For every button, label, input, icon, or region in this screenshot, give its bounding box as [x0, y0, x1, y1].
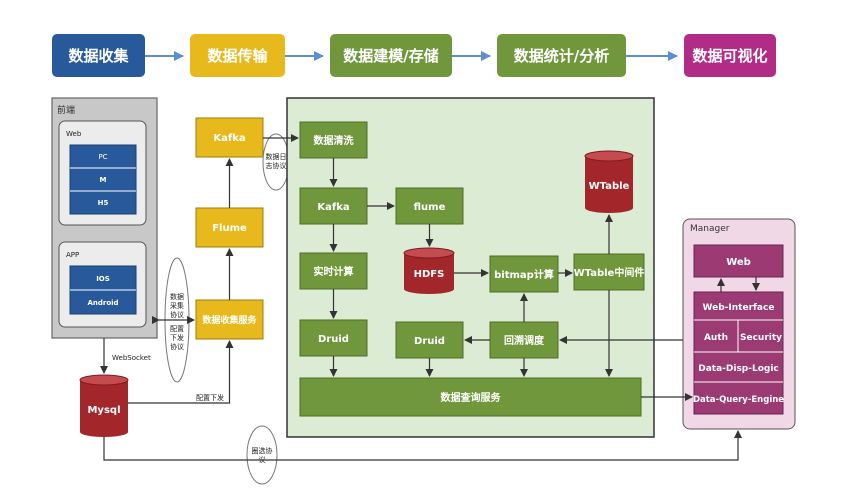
stage-collect-label: 数据收集 [68, 47, 129, 65]
config-push-label: 配置下发 [196, 393, 224, 402]
compute-flume-box [395, 187, 464, 225]
collector-label: 数据收集服务 [202, 314, 257, 326]
web-interface-label: Web-Interface [703, 303, 775, 313]
web-client-stack [69, 144, 137, 215]
manager-web-box [693, 244, 784, 278]
manager-title: Manager [690, 224, 730, 234]
manager-panel: Manager Web Web-Interface Auth Security … [682, 218, 796, 430]
kafka-label: Kafka [213, 133, 245, 144]
wtable-mid-label: WTable中间件 [574, 266, 645, 279]
wtable-top [584, 150, 634, 162]
mysql-label: Mysql [87, 405, 120, 416]
druid-mid-label: Druid [414, 336, 445, 347]
log-protocol-line2: 志协议 [266, 161, 287, 170]
stage-analysis-label: 数据统计/分析 [514, 47, 609, 65]
pipeline-header: 数据收集 数据传输 数据建模/存储 数据统计/分析 数据可视化 [52, 34, 776, 77]
query-service-label: 数据查询服务 [441, 391, 502, 404]
app-group-title: APP [66, 251, 79, 259]
compute-kafka-box [299, 187, 368, 225]
frontend-panel: 前端 Web PC M H5 APP IOS Android [51, 97, 158, 339]
client-m: M [100, 176, 107, 184]
druid-left-box [299, 319, 368, 357]
realtime-box [299, 252, 368, 290]
connectors [100, 134, 760, 461]
backtrack-label: 回溯调度 [504, 334, 545, 347]
frontend-title: 前端 [57, 104, 75, 116]
arrow-mysql-collector [128, 340, 234, 404]
client-pc: PC [98, 153, 107, 161]
client-ios: IOS [96, 275, 110, 283]
query-engine-label: Data-Query-Engine [693, 395, 784, 405]
collector-box [195, 299, 264, 340]
collect-protocol-line3: 协议 [170, 310, 184, 319]
cleaning-label: 数据清洗 [314, 134, 354, 147]
wtable-body [585, 156, 633, 208]
client-h5: H5 [98, 199, 109, 207]
disp-logic-label: Data-Disp-Logic [698, 364, 779, 374]
mysql-body [80, 380, 128, 432]
config-protocol-line2: 下发 [170, 333, 184, 342]
mysql-bottom [80, 427, 128, 437]
filter-protocol-line1: 圈选协 [252, 446, 273, 455]
bitmap-label: bitmap计算 [494, 268, 554, 281]
web-group-title: Web [66, 130, 82, 138]
mysql-db: Mysql [79, 374, 129, 437]
flume-label: Flume [212, 223, 247, 234]
flume-box [195, 207, 264, 248]
websocket-label: WebSocket [112, 354, 151, 362]
stage-transfer-box [190, 34, 285, 77]
bitmap-box [489, 255, 559, 293]
wtable-bottom [585, 203, 633, 213]
stage-model-box [330, 34, 452, 77]
manager-stack [693, 291, 784, 415]
mysql-top [79, 374, 129, 386]
hdfs-top [403, 247, 455, 259]
query-service-box [299, 377, 642, 417]
hdfs-body [404, 253, 454, 289]
arrow-mysql-manager [103, 430, 742, 461]
druid-mid-box [395, 321, 464, 359]
stage-visual-box [684, 34, 776, 77]
config-protocol-line3: 协议 [170, 342, 184, 351]
stage-model-label: 数据建模/存储 [343, 47, 438, 65]
stage-analysis-box [497, 34, 626, 77]
collect-protocol-line1: 数据 [170, 292, 184, 301]
compute-flume-label: flume [414, 202, 446, 213]
log-protocol-line1: 数据日 [266, 152, 287, 161]
client-android: Android [87, 299, 118, 307]
filter-protocol-ellipse [246, 425, 278, 485]
config-protocol-line1: 配置 [170, 325, 184, 333]
security-label: Security [740, 333, 782, 343]
manager-web-label: Web [726, 257, 751, 268]
compute-panel: 数据清洗 Kafka flume 实时计算 Druid Druid bitmap… [286, 97, 655, 438]
druid-left-label: Druid [318, 334, 349, 345]
realtime-label: 实时计算 [314, 265, 354, 278]
wtable-label: WTable [589, 181, 630, 192]
collect-protocol-line2: 采集 [170, 301, 184, 310]
stage-visual-label: 数据可视化 [692, 47, 767, 65]
cleaning-box [299, 121, 368, 159]
auth-label: Auth [704, 333, 728, 343]
hdfs-bottom [404, 284, 454, 294]
stage-collect-box [52, 34, 145, 77]
stage-transfer-label: 数据传输 [207, 47, 268, 65]
hdfs-label: HDFS [414, 269, 445, 280]
compute-kafka-label: Kafka [317, 202, 349, 213]
